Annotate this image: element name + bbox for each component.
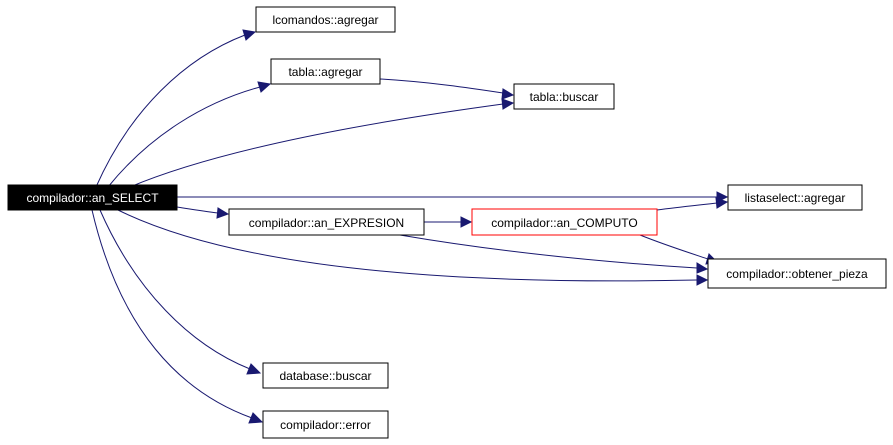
- node-compilador-error-label: compilador::error: [280, 418, 371, 432]
- node-tabla-agregar-label: tabla::agregar: [288, 65, 362, 79]
- node-an-expresion-label: compilador::an_EXPRESION: [249, 216, 404, 230]
- node-obtener-pieza-box: [707, 258, 887, 289]
- node-compilador-error-box: [262, 410, 389, 439]
- node-lcomandos-agregar[interactable]: lcomandos::agregar: [255, 6, 396, 33]
- node-lcomandos-agregar-box: [255, 6, 396, 33]
- edge-an-select-to-tabla-agregar: [107, 81, 272, 188]
- node-lcomandos-agregar-label: lcomandos::agregar: [272, 13, 378, 27]
- edge-an-computo-to-listaselect-agregar: [656, 197, 729, 211]
- node-tabla-buscar-box: [513, 83, 615, 110]
- node-database-buscar[interactable]: database::buscar: [262, 362, 389, 389]
- node-an-expresion-box: [228, 208, 425, 236]
- node-an-expresion[interactable]: compilador::an_EXPRESION: [228, 208, 425, 236]
- node-compilador-error[interactable]: compilador::error: [262, 410, 389, 439]
- node-obtener-pieza[interactable]: compilador::obtener_pieza: [707, 258, 887, 289]
- node-an-select[interactable]: compilador::an_SELECT: [7, 184, 178, 211]
- node-tabla-buscar-label: tabla::buscar: [530, 90, 599, 104]
- edge-an-select-to-tabla-buscar: [129, 98, 515, 188]
- node-database-buscar-box: [262, 362, 389, 389]
- node-an-computo-box: [471, 208, 658, 236]
- node-listaselect-agregar-box: [727, 184, 863, 211]
- edge-an-computo-to-obtener-pieza: [639, 234, 719, 265]
- edge-an-expresion-to-an-computo: [424, 216, 473, 228]
- node-an-computo[interactable]: compilador::an_COMPUTO: [471, 208, 658, 236]
- node-an-select-box: [7, 184, 178, 211]
- edge-an-select-to-obtener-pieza: [117, 209, 709, 286]
- node-obtener-pieza-label: compilador::obtener_pieza: [726, 267, 868, 281]
- edge-an-expresion-to-obtener-pieza: [399, 234, 709, 274]
- edge-tabla-agregar-to-tabla-buscar: [379, 78, 515, 100]
- edge-an-select-to-an-expresion: [176, 206, 230, 219]
- node-listaselect-agregar-label: listaselect::agregar: [745, 191, 846, 205]
- edge-an-select-to-listaselect-agregar: [177, 191, 729, 203]
- node-tabla-agregar[interactable]: tabla::agregar: [270, 58, 381, 85]
- nodes-layer: compilador::an_SELECT lcomandos::agregar…: [7, 6, 887, 439]
- node-tabla-agregar-box: [270, 58, 381, 85]
- edge-an-select-to-compilador-error: [91, 209, 264, 424]
- node-an-computo-label: compilador::an_COMPUTO: [491, 216, 638, 230]
- edge-an-select-to-lcomandos-agregar: [95, 29, 257, 188]
- edges-layer: [91, 29, 729, 424]
- node-listaselect-agregar[interactable]: listaselect::agregar: [727, 184, 863, 211]
- node-tabla-buscar[interactable]: tabla::buscar: [513, 83, 615, 110]
- node-database-buscar-label: database::buscar: [279, 369, 371, 383]
- edge-an-select-to-database-buscar: [99, 209, 262, 375]
- node-an-select-label: compilador::an_SELECT: [26, 191, 159, 205]
